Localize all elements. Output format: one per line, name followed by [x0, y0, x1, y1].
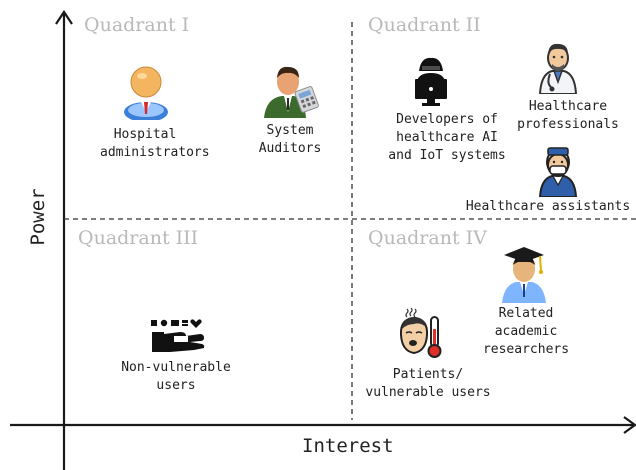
quadrant-2-title: Quadrant II [368, 14, 481, 36]
label-healthcare-professionals: Healthcare professionals [512, 98, 624, 134]
label-line: Developers of [396, 112, 498, 127]
label-line: academic [494, 324, 558, 339]
label-hospital-administrators: Hospital administrators [100, 126, 210, 162]
quadrant-4-title: Quadrant IV [368, 227, 487, 249]
label-line: researchers [482, 342, 570, 357]
label-non-vulnerable-users: Non-vulnerable users [110, 359, 242, 395]
quadrant-3-title: Quadrant III [78, 227, 199, 249]
nurse-icon [538, 145, 578, 197]
quadrant-1-title: Quadrant I [84, 14, 190, 36]
label-patients-vulnerable-users: Patients/ vulnerable users [356, 366, 500, 402]
graduate-icon [500, 245, 548, 303]
y-axis-arrow [55, 10, 73, 25]
label-line: users [156, 378, 196, 393]
sick-patient-icon [398, 307, 446, 361]
x-axis-label: Interest [302, 435, 394, 457]
developer-icon [413, 57, 449, 107]
label-line: Auditors [258, 141, 322, 156]
businessman-icon [122, 62, 170, 120]
label-line: and IoT systems [388, 148, 506, 163]
x-axis-arrow [623, 416, 636, 434]
hand-device-icon [150, 316, 208, 354]
label-line: System [266, 123, 314, 138]
label-line: Healthcare assistants [465, 199, 631, 214]
label-system-auditors: System Auditors [248, 122, 332, 158]
label-line: vulnerable users [365, 385, 491, 400]
doctor-icon [538, 40, 578, 94]
label-developers: Developers of healthcare AI and IoT syst… [380, 111, 514, 165]
label-line: Hospital [113, 127, 177, 142]
label-healthcare-assistants: Healthcare assistants [460, 198, 636, 216]
label-line: Healthcare [528, 99, 608, 114]
label-academic-researchers: Related academic researchers [474, 305, 578, 359]
label-line: administrators [100, 145, 210, 160]
label-line: Patients/ [392, 367, 464, 382]
label-line: Non-vulnerable [121, 360, 231, 375]
label-line: professionals [517, 117, 619, 132]
label-line: Related [498, 306, 554, 321]
y-axis-label: Power [27, 188, 49, 246]
label-line: healthcare AI [396, 130, 498, 145]
auditor-icon [260, 62, 320, 118]
